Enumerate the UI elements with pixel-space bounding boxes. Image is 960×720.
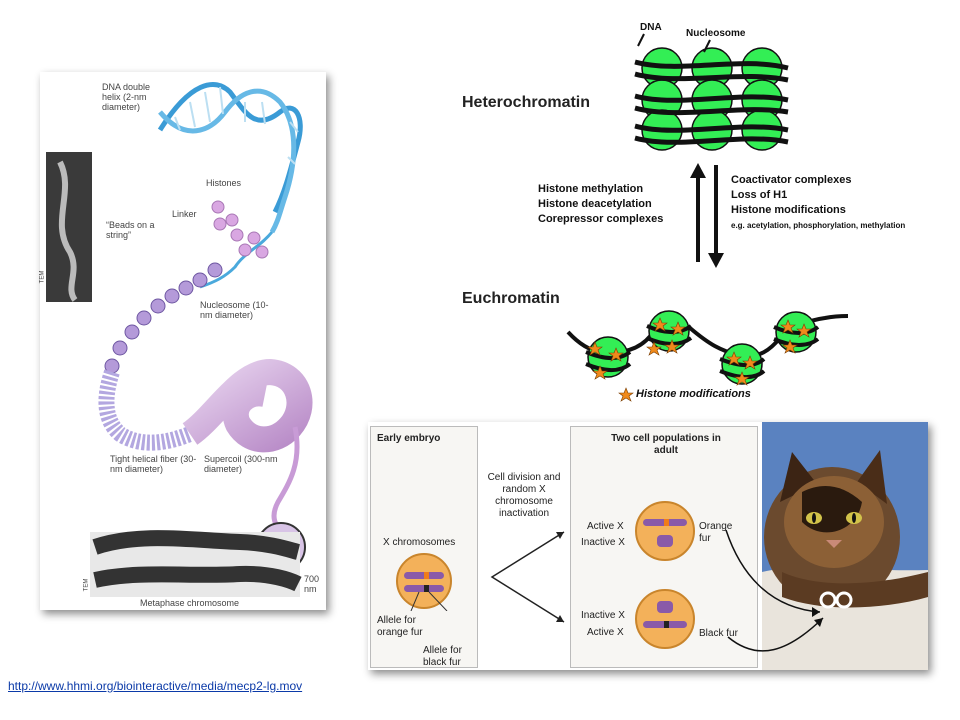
- tem-micrograph-top: [46, 152, 92, 302]
- label-metaphase-chromosome: Metaphase chromosome: [140, 598, 240, 608]
- x-chromosomes-label: X chromosomes: [383, 537, 456, 548]
- allele-black-label: Allele for black fur: [423, 645, 462, 668]
- infinity-mark: [819, 591, 853, 609]
- source-link[interactable]: http://www.hhmi.org/biointeractive/media…: [8, 679, 303, 693]
- inactive-x-label-1: Inactive X: [581, 537, 625, 548]
- right-arrow-items: Coactivator complexes Loss of H1 Histone…: [731, 173, 851, 218]
- dna-pointer: [637, 33, 645, 47]
- item-histone-modifications: Histone modifications: [731, 204, 846, 216]
- item-corepressor-complexes: Corepressor complexes: [538, 213, 664, 225]
- label-nucleosome-10nm: Nucleosome (10-nm diameter): [200, 300, 269, 320]
- supercoil: [182, 358, 313, 537]
- histone-beads: [211, 200, 269, 259]
- black-fur-label: Black fur: [699, 628, 738, 639]
- item-coactivator-complexes: Coactivator complexes: [731, 174, 852, 186]
- inactive-x-label-2: Inactive X: [581, 610, 625, 621]
- label-tem-top: TEM: [39, 270, 46, 284]
- early-embryo-title: Early embryo: [377, 433, 441, 444]
- chromatin-state-diagram: DNA Nucleosome Heterochromatin Euchromat…: [440, 0, 960, 410]
- label-tem-bottom: TEM: [83, 578, 90, 592]
- modification-examples: e.g. acetylation, phosphorylation, methy…: [731, 221, 906, 230]
- linker-strand: [199, 231, 274, 289]
- euchromatin-nucleosomes: [587, 310, 817, 385]
- tight-helical-fiber: [98, 369, 193, 451]
- heterochromatin-dna-wraps: [634, 59, 789, 145]
- process-label: Cell division and random X chromosome in…: [487, 472, 561, 519]
- early-embryo-box: Early embryo X chromosomes Allele for or…: [370, 426, 478, 668]
- dna-label: DNA: [640, 22, 662, 33]
- fur-arrows: [725, 529, 824, 652]
- item-histone-deacetylation: Histone deacetylation: [538, 198, 652, 210]
- equilibrium-arrows: [690, 163, 724, 268]
- adult-populations-box: Two cell populations in adult Active X I…: [570, 426, 758, 668]
- label-beads-on-string: “Beads on a string”: [106, 220, 155, 240]
- label-tight-helical-fiber: Tight helical fiber (30-nm diameter): [110, 454, 197, 474]
- item-histone-methylation: Histone methylation: [538, 183, 644, 195]
- calico-cat-photo: [762, 422, 928, 670]
- label-supercoil: Supercoil (300-nm diameter): [204, 454, 278, 474]
- cell-black-population: [635, 589, 695, 649]
- active-x-label-2: Active X: [587, 627, 624, 638]
- item-loss-of-h1: Loss of H1: [731, 189, 788, 201]
- active-x-label-1: Active X: [587, 521, 624, 532]
- label-dna-double-helix: DNA double helix (2-nm diameter): [102, 82, 151, 112]
- nucleosome-label: Nucleosome: [686, 28, 746, 39]
- dna-helix: [157, 82, 303, 234]
- chromatin-illustration: [566, 33, 849, 402]
- modification-stars: [587, 317, 812, 402]
- euchromatin-heading: Euchromatin: [462, 290, 560, 307]
- dna-packaging-diagram: DNA double helix (2-nm diameter) Histone…: [39, 72, 326, 610]
- branch-arrows: [490, 531, 565, 623]
- legend-histone-modifications: Histone modifications: [636, 388, 751, 400]
- orange-fur-label: Orange fur: [699, 521, 733, 544]
- nucleosome-pointer: [703, 39, 711, 53]
- label-linker: Linker: [172, 209, 197, 219]
- label-700nm: 700 nm: [304, 574, 320, 594]
- euchromatin-wraps: [585, 324, 820, 379]
- dna-packaging-illustration: [46, 82, 313, 597]
- cell-orange-population: [635, 501, 695, 561]
- allele-orange-label: Allele for orange fur: [377, 615, 423, 638]
- heterochromatin-heading: Heterochromatin: [462, 94, 591, 111]
- left-arrow-items: Histone methylation Histone deacetylatio…: [538, 182, 663, 227]
- two-populations-title: Two cell populations in adult: [611, 433, 721, 456]
- embryo-cell: [396, 553, 452, 611]
- label-histones: Histones: [206, 178, 242, 188]
- legend-star: [618, 387, 634, 402]
- x-inactivation-panel: Early embryo X chromosomes Allele for or…: [368, 422, 928, 670]
